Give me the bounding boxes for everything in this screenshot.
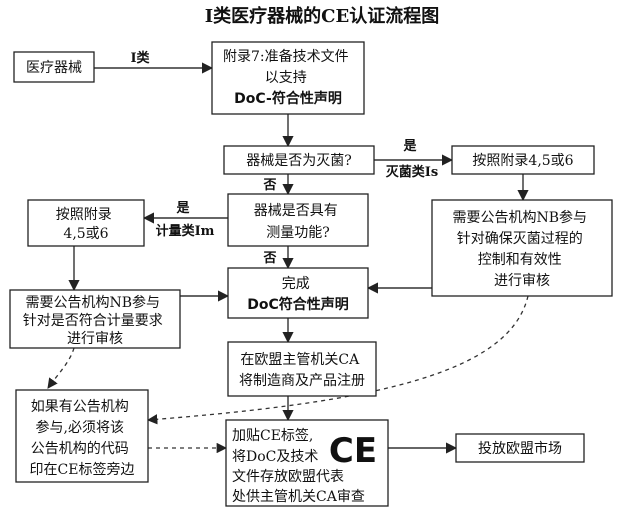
node-annex-measure-box xyxy=(27,199,145,247)
edge-label-no-sterile: 否 xyxy=(262,178,276,193)
node-measure-question: 器械是否具有 测量功能? xyxy=(254,203,342,241)
diagram-title: Ⅰ类医疗器械的CE认证流程图 xyxy=(205,5,439,27)
node-sterile-question: 器械是否为灭菌? xyxy=(246,153,352,169)
node-device-box xyxy=(13,51,95,83)
node-annex-sterile-box xyxy=(451,145,595,175)
node-market-box xyxy=(455,433,585,463)
edge-label-yes-measure: 是 xyxy=(175,201,190,216)
edge-label-sterile-class: 灭菌类Is xyxy=(385,164,438,180)
dashed-edge-nb-measure-to-nb-code xyxy=(47,347,75,389)
node-nb-measure-box xyxy=(9,289,181,349)
node-device: 医疗器械 xyxy=(26,60,82,76)
node-measure-question-box xyxy=(227,193,369,247)
node-ca-register: 在欧盟主管机关CA 将制造商及产品注册 xyxy=(239,352,365,389)
node-appendix7: 附录7:准备技术文件 以支持 DoC-符合性声明 xyxy=(223,48,353,107)
node-annex-sterile: 按照附录4,5或6 xyxy=(472,153,573,169)
node-sterile-question-box xyxy=(223,145,375,175)
node-nb-code-box xyxy=(15,389,149,483)
edge-label-no-measure: 否 xyxy=(262,251,276,266)
dashed-edge-nb-sterile-to-nb-code xyxy=(146,295,529,425)
node-nb-measure: 需要公告机构NB参与 针对是否符合计量要求 进行审核 xyxy=(23,294,167,347)
edge-label-class1: Ⅰ类 xyxy=(130,50,150,66)
node-nb-sterile-box xyxy=(431,199,613,297)
node-market: 投放欧盟市场 xyxy=(478,440,562,457)
node-annex-measure: 按照附录 4,5或6 xyxy=(56,207,116,242)
node-ca-register-box xyxy=(227,341,377,397)
node-nb-sterile: 需要公告机构NB参与 针对确保灭菌过程的 控制和有效性 进行审核 xyxy=(453,209,592,289)
node-ce-label: 加贴CE标签, 将DoC及技术 文件存放欧盟代表 处供主管机关CA审查 xyxy=(232,427,365,505)
node-complete-doc-box xyxy=(227,267,369,319)
node-appendix7-box xyxy=(211,41,365,115)
node-complete-doc: 完成 DoC符合性声明 xyxy=(247,276,349,313)
ce-mark-icon: CE xyxy=(329,431,377,471)
node-ce-label-box xyxy=(225,419,389,507)
node-nb-code: 如果有公告机构 参与,必须将该 公告机构的代码 印在CE标签旁边 xyxy=(30,399,135,478)
edge-label-yes-sterile: 是 xyxy=(402,139,417,154)
edge-label-measure-class: 计量类Im xyxy=(156,223,215,239)
